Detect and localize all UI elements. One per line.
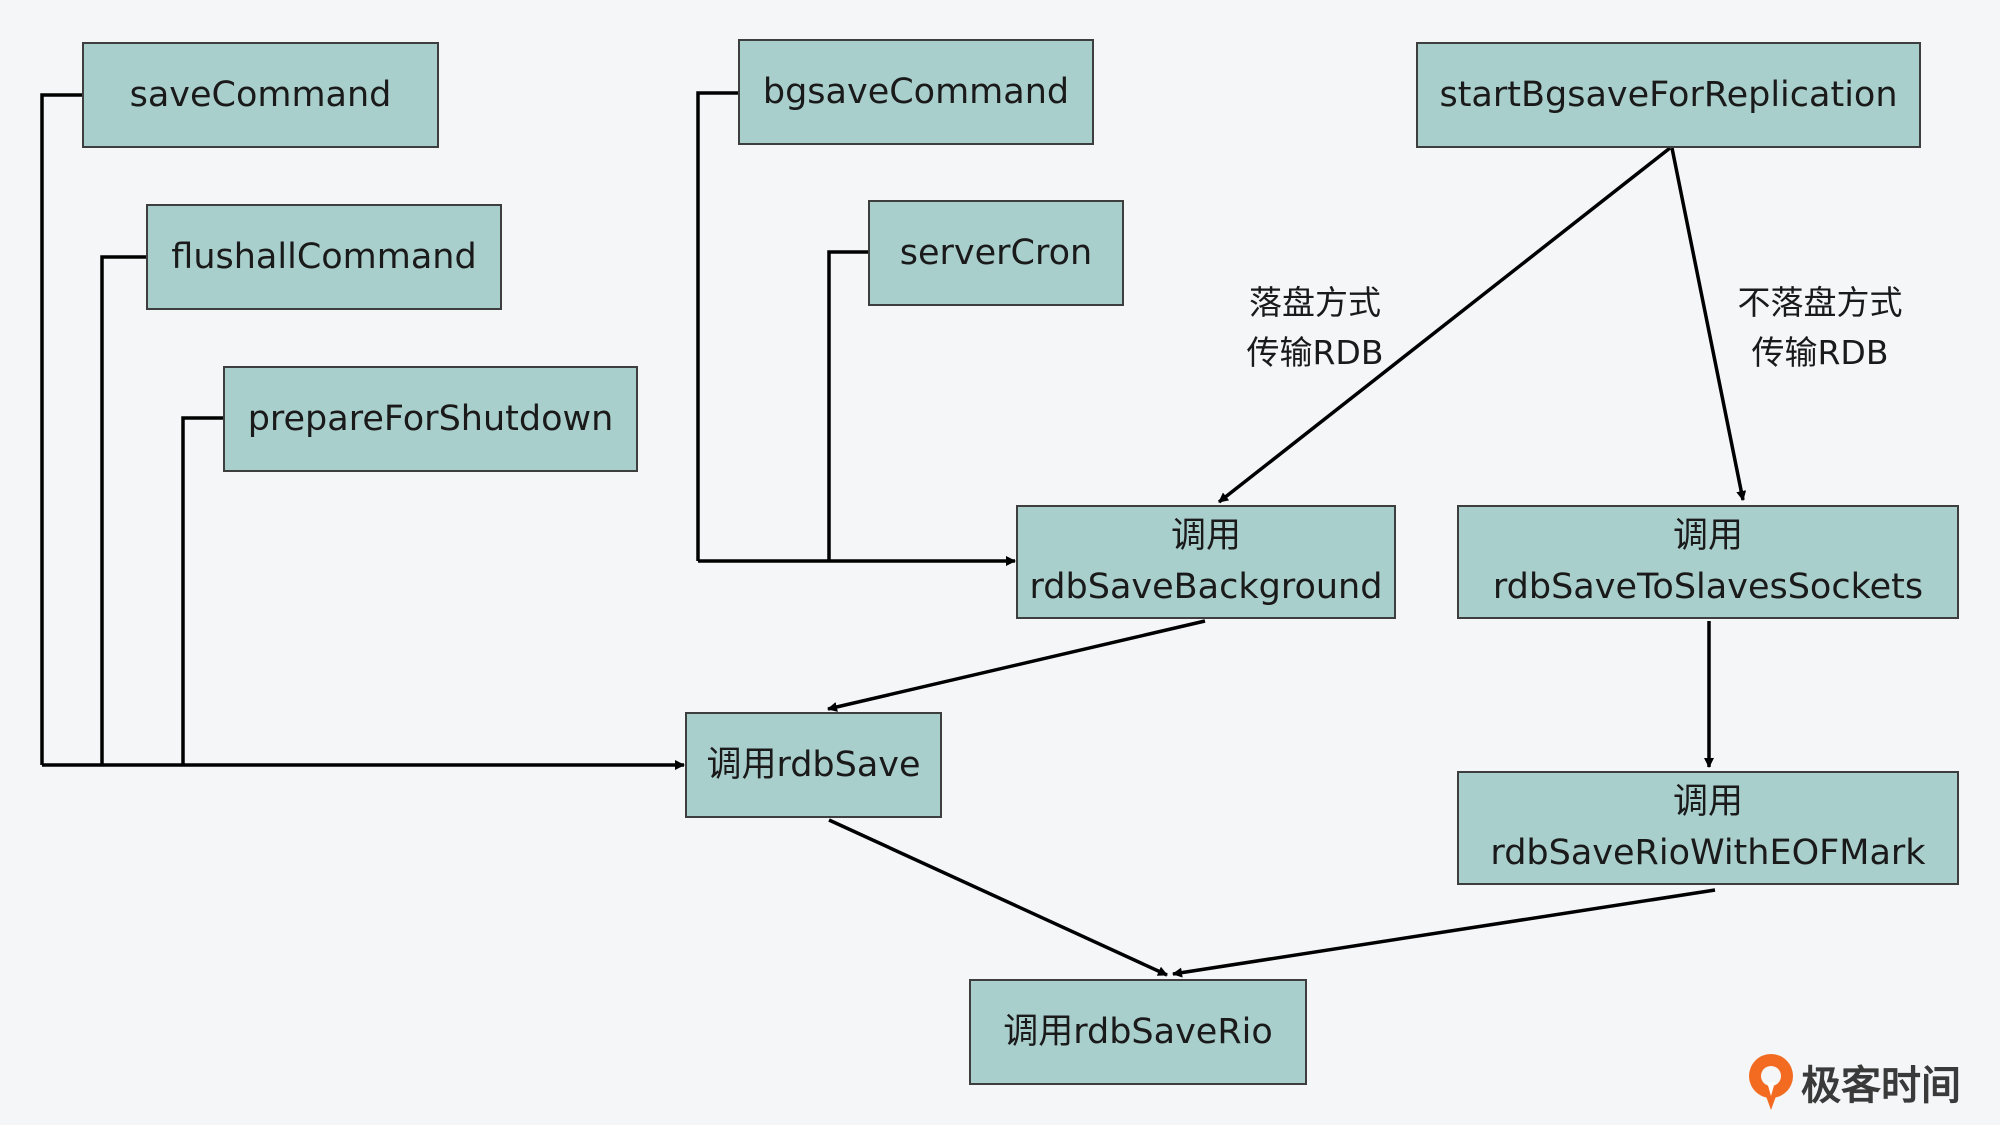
node-rdbsavebackground-line1: 调用 [1170,516,1241,557]
node-savecommand-label: saveCommand [129,74,392,115]
node-bgsavecommand-label: bgsaveCommand [762,71,1070,112]
edge-rdbsave-to-rdbsaverio [828,818,1168,977]
node-rdbsavetoslavessockets: 调用 rdbSaveToSlavesSockets [1457,505,1959,619]
node-startbgsaveforreplication: startBgsaveForReplication [1416,42,1921,148]
edge-startbgsave-to-rdbsavebackground [1217,146,1672,504]
node-startbgsaveforreplication-label: startBgsaveForReplication [1439,74,1898,115]
edge-label-disk: 落盘方式 传输RDB [1235,278,1395,377]
edge-label-diskless-line1: 不落盘方式 [1737,283,1903,322]
node-prepareforshutdown-label: prepareForShutdown [247,398,614,439]
node-rdbsaveriowitheofmark-line1: 调用 [1672,782,1743,823]
node-rdbsaverio: 调用rdbSaveRio [969,979,1307,1085]
node-rdbsavebackground: 调用 rdbSaveBackground [1016,505,1396,619]
edge-servercron-to-rdbsavebackground [827,250,868,561]
edge-label-disk-line2: 传输RDB [1246,332,1384,372]
geektime-watermark: 极客时间 [1745,1052,1961,1112]
edge-label-diskless: 不落盘方式 传输RDB [1715,278,1925,377]
geektime-watermark-text: 极客时间 [1801,1063,1961,1109]
edge-prepareforshutdown-to-rdbsave [181,416,223,765]
node-rdbsave: 调用rdbSave [685,712,942,818]
edge-eofmark-to-rdbsaverio [1172,888,1716,978]
node-servercron: serverCron [868,200,1124,306]
node-rdbsaveriowitheofmark-line2: rdbSaveRioWithEOFMark [1490,833,1926,873]
node-rdbsaverio-label: 调用rdbSaveRio [1003,1011,1273,1052]
node-rdbsave-label: 调用rdbSave [706,744,921,785]
edge-flushallcommand-to-rdbsave [100,255,146,765]
node-prepareforshutdown: prepareForShutdown [223,366,638,472]
edge-label-disk-line1: 落盘方式 [1249,283,1381,322]
node-savecommand: saveCommand [82,42,439,148]
node-bgsavecommand: bgsaveCommand [738,39,1094,145]
edge-label-diskless-line2: 传输RDB [1751,332,1889,372]
edge-rdbsavebackground-to-rdbsave [827,619,1206,712]
node-rdbsavetoslavessockets-line2: rdbSaveToSlavesSockets [1492,567,1924,607]
geektime-logo-icon [1749,1054,1793,1110]
node-servercron-label: serverCron [899,232,1093,273]
node-rdbsaveriowitheofmark: 调用 rdbSaveRioWithEOFMark [1457,771,1959,885]
node-rdbsavetoslavessockets-line1: 调用 [1672,516,1743,557]
edge-bgsavecommand-to-rdbsavebackground [696,91,738,561]
edge-startbgsave-to-rdbsavetoslavessockets [1670,147,1747,501]
node-flushallcommand-label: flushallCommand [171,236,477,277]
edge-savecommand-to-rdbsave [40,93,82,765]
node-flushallcommand: flushallCommand [146,204,502,310]
node-rdbsavebackground-line2: rdbSaveBackground [1029,567,1383,607]
